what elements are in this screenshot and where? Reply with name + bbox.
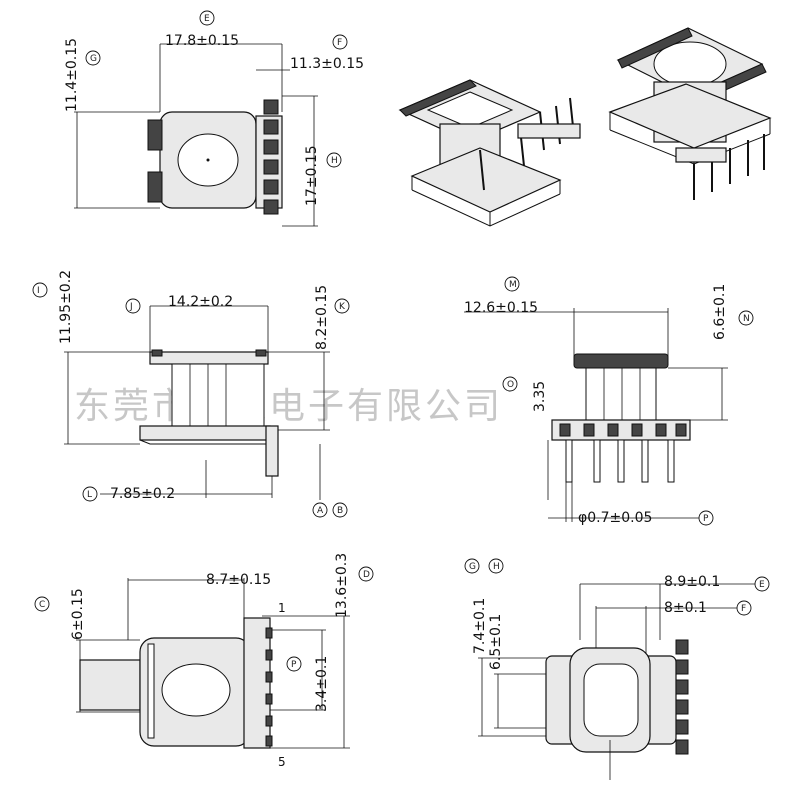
svg-text:G: G [469, 562, 476, 572]
svg-text:K: K [339, 302, 346, 312]
svg-text:F: F [741, 604, 746, 614]
marker-k: K [334, 298, 350, 314]
marker-pitch: P [286, 656, 302, 672]
side-flange-width-dim: 12.6±0.15 [464, 300, 538, 316]
svg-text:O: O [507, 380, 514, 390]
marker-br-1: E [754, 576, 770, 592]
svg-text:F: F [337, 38, 342, 48]
svg-text:P: P [291, 660, 297, 670]
marker-h: H [326, 152, 342, 168]
top-pin-row-dim: 17±0.15 [304, 145, 320, 206]
top-pitch-span-dim: 11.3±0.15 [290, 56, 364, 72]
bl-tab-dim: 6±0.15 [70, 588, 86, 640]
marker-e: E [199, 10, 215, 26]
front-bobbin-height-dim: 8.2±0.15 [314, 285, 330, 350]
marker-b: B [332, 502, 348, 518]
pin-5-label: 5 [278, 755, 286, 769]
front-view: 11.95±0.2 I 14.2±0.2 J 8.2±0.15 K 7.85±0… [32, 270, 350, 518]
side-pin-length-dim: 3.35 [532, 381, 548, 412]
marker-a: A [312, 502, 328, 518]
marker-l: L [82, 486, 98, 502]
svg-text:D: D [363, 570, 370, 580]
svg-text:I: I [37, 286, 40, 296]
br-inner-height-dim: 6.5±0.1 [488, 614, 504, 670]
marker-i: I [32, 282, 48, 298]
top-width-dim: 17.8±0.15 [165, 33, 239, 49]
marker-c: C [34, 596, 50, 612]
front-total-height-dim: 11.95±0.2 [58, 270, 74, 344]
marker-br-2: F [736, 600, 752, 616]
pin-1-label: 1 [278, 601, 286, 615]
svg-text:H: H [493, 562, 500, 572]
marker-p: P [698, 510, 714, 526]
front-flange-width-dim: 14.2±0.2 [168, 294, 233, 310]
marker-n: N [738, 310, 754, 326]
marker-j: J [125, 298, 141, 314]
br-outer-height-dim: 7.4±0.1 [472, 598, 488, 654]
marker-br-4: H [488, 558, 504, 574]
side-flange-height-dim: 6.6±0.1 [712, 284, 728, 340]
company-watermark: 东莞市杨通电子有限公司 [74, 386, 503, 427]
marker-d: D [358, 566, 374, 582]
svg-text:J: J [129, 302, 133, 312]
marker-g: G [85, 50, 101, 66]
svg-text:H: H [331, 156, 338, 166]
svg-text:P: P [703, 514, 709, 524]
svg-text:E: E [204, 14, 210, 24]
side-pin-diameter-dim: φ0.7±0.05 [578, 510, 652, 526]
svg-text:L: L [87, 490, 92, 500]
svg-text:N: N [743, 314, 750, 324]
front-pin-offset-dim: 7.85±0.2 [110, 486, 175, 502]
svg-text:A: A [317, 506, 324, 516]
side-view: 12.6±0.15 M 6.6±0.1 N 3.35 O [464, 276, 754, 526]
isometric-view-2 [608, 27, 772, 200]
marker-m: M [504, 276, 520, 292]
top-view: 17.8±0.15 E 11.3±0.15 F 11.4±0.15 G 17±0… [64, 10, 364, 227]
svg-text:E: E [759, 580, 765, 590]
svg-text:G: G [90, 54, 97, 64]
br-outer-width-dim: 8.9±0.1 [664, 574, 720, 590]
svg-text:C: C [39, 600, 45, 610]
marker-o: O [502, 376, 518, 392]
marker-f: F [332, 34, 348, 50]
isometric-view-1 [398, 79, 581, 227]
br-inner-width-dim: 8±0.1 [664, 600, 707, 616]
svg-text:M: M [509, 280, 517, 290]
bottom-left-view: 8.7±0.15 6±0.15 C 13.6±0.3 D 3.4±0.1 P 1… [34, 553, 374, 769]
bl-width-dim: 8.7±0.15 [206, 572, 271, 588]
marker-br-3: G [464, 558, 480, 574]
bottom-right-view: 8.9±0.1 E 8±0.1 F 7.4±0.1 6.5±0.1 G H [464, 558, 770, 780]
bl-pin-pitch-dim: 3.4±0.1 [314, 656, 330, 712]
top-height-dim: 11.4±0.15 [64, 38, 80, 112]
bl-pin-span-dim: 13.6±0.3 [334, 553, 350, 618]
svg-text:B: B [337, 506, 343, 516]
